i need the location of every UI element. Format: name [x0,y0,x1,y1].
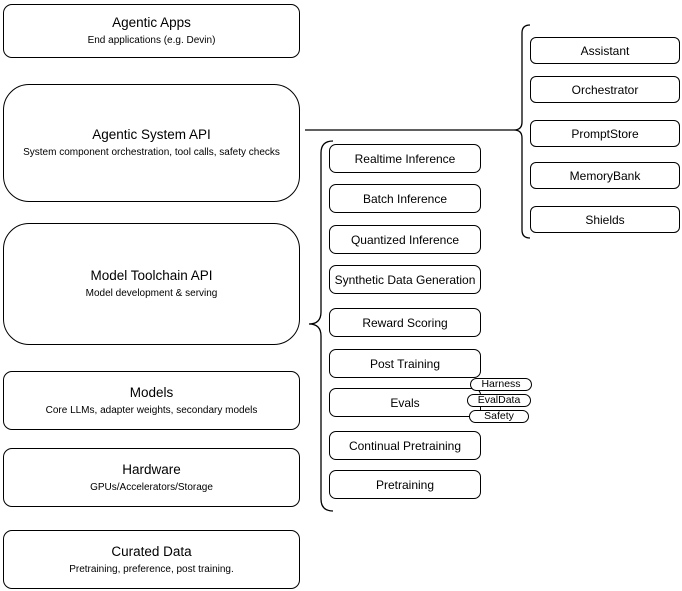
layer-title: Agentic Apps [112,15,191,30]
component-assistant: Assistant [530,37,680,64]
layer-hardware: Hardware GPUs/Accelerators/Storage [3,448,300,507]
layer-subtitle: GPUs/Accelerators/Storage [90,481,213,493]
service-post-training: Post Training [329,349,481,378]
service-reward-scoring: Reward Scoring [329,308,481,337]
layer-title: Curated Data [111,543,192,559]
pill-evaldata: EvalData [467,394,531,407]
system-group-brace [513,24,531,239]
layer-title: Models [129,384,174,400]
service-evals: Evals [329,388,481,417]
layer-subtitle: Core LLMs, adapter weights, secondary mo… [45,404,258,416]
layer-models: Models Core LLMs, adapter weights, secon… [3,371,300,430]
service-pretraining: Pretraining [329,470,481,499]
component-shields: Shields [530,206,680,233]
service-realtime-inference: Realtime Inference [329,144,481,173]
service-synthetic-data-generation: Synthetic Data Generation [329,265,481,294]
layer-agentic-apps: Agentic Apps End applications (e.g. Devi… [3,4,300,58]
layer-model-toolchain-api: Model Toolchain API Model development & … [3,223,300,345]
service-continual-pretraining: Continual Pretraining [329,431,481,460]
layer-title: Hardware [122,461,181,477]
component-promptstore: PromptStore [530,120,680,147]
layer-agentic-system-api: Agentic System API System component orch… [3,84,300,202]
component-orchestrator: Orchestrator [530,76,680,103]
service-quantized-inference: Quantized Inference [329,225,481,254]
pill-harness: Harness [470,378,532,391]
pill-safety: Safety [469,410,529,423]
layer-curated-data: Curated Data Pretraining, preference, po… [3,530,300,589]
layer-subtitle: Model development & serving [85,288,218,299]
layer-subtitle: System component orchestration, tool cal… [23,147,280,158]
layer-subtitle: End applications (e.g. Devin) [87,35,216,46]
component-memorybank: MemoryBank [530,162,680,189]
layer-subtitle: Pretraining, preference, post training. [69,563,234,575]
layer-title: Agentic System API [92,127,211,142]
layer-title: Model Toolchain API [90,268,213,283]
service-batch-inference: Batch Inference [329,184,481,213]
